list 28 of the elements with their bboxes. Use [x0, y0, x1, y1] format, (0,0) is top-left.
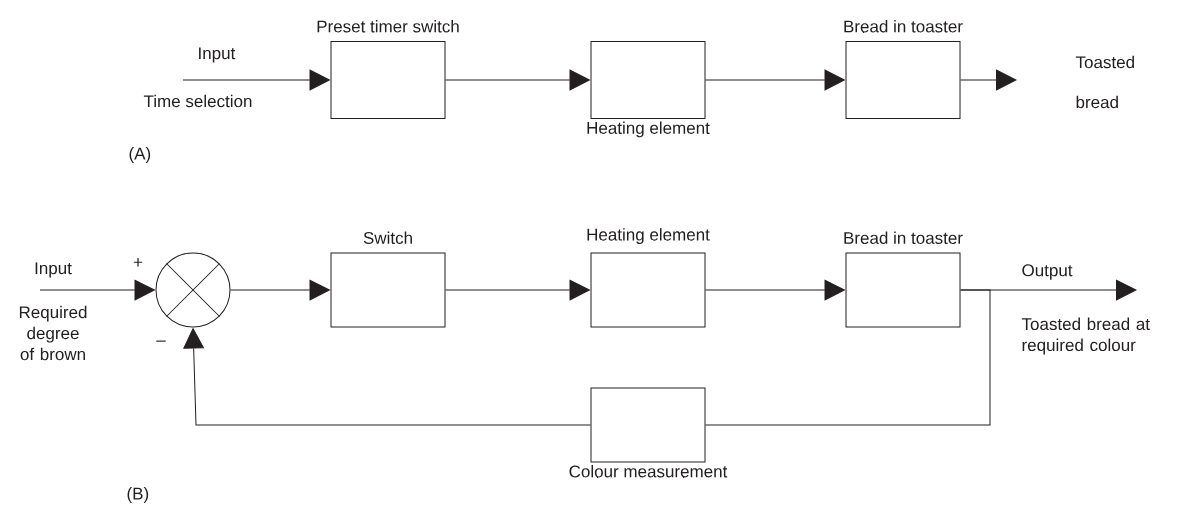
- box-label: Preset timer switch: [317, 20, 459, 33]
- box-label: Heating element: [587, 228, 710, 244]
- arrow: [39, 279, 155, 301]
- signal-label: Output: [1022, 264, 1073, 280]
- arrow: [960, 69, 1017, 91]
- arrow: [705, 279, 845, 301]
- sign-label: –: [156, 340, 166, 342]
- arrow: [705, 69, 845, 91]
- signal-label: Input: [199, 47, 236, 63]
- arrow: [182, 69, 330, 91]
- arrow: [230, 279, 330, 301]
- panel-label: (B): [127, 487, 149, 503]
- box-label: Heating element: [587, 121, 710, 138]
- box-label: Bread in toaster: [844, 20, 963, 33]
- signal-label: Toasted bread at required colour: [1021, 317, 1150, 355]
- arrow: [445, 69, 590, 91]
- sign-label: +: [133, 258, 143, 267]
- signal-label: Time selection: [143, 94, 252, 108]
- box-label: Bread in toaster: [844, 231, 963, 244]
- box-label: Switch: [363, 231, 412, 244]
- signal-label: bread: [1076, 95, 1118, 109]
- panel-label: (A): [129, 147, 151, 163]
- arrow: [183, 328, 591, 426]
- arrow: [445, 279, 590, 301]
- signal-label: Input: [35, 262, 72, 278]
- signal-label: Toasted: [1075, 55, 1134, 69]
- signal-label: Required degree of brown: [19, 305, 87, 361]
- box-label: Colour measurement: [569, 465, 728, 478]
